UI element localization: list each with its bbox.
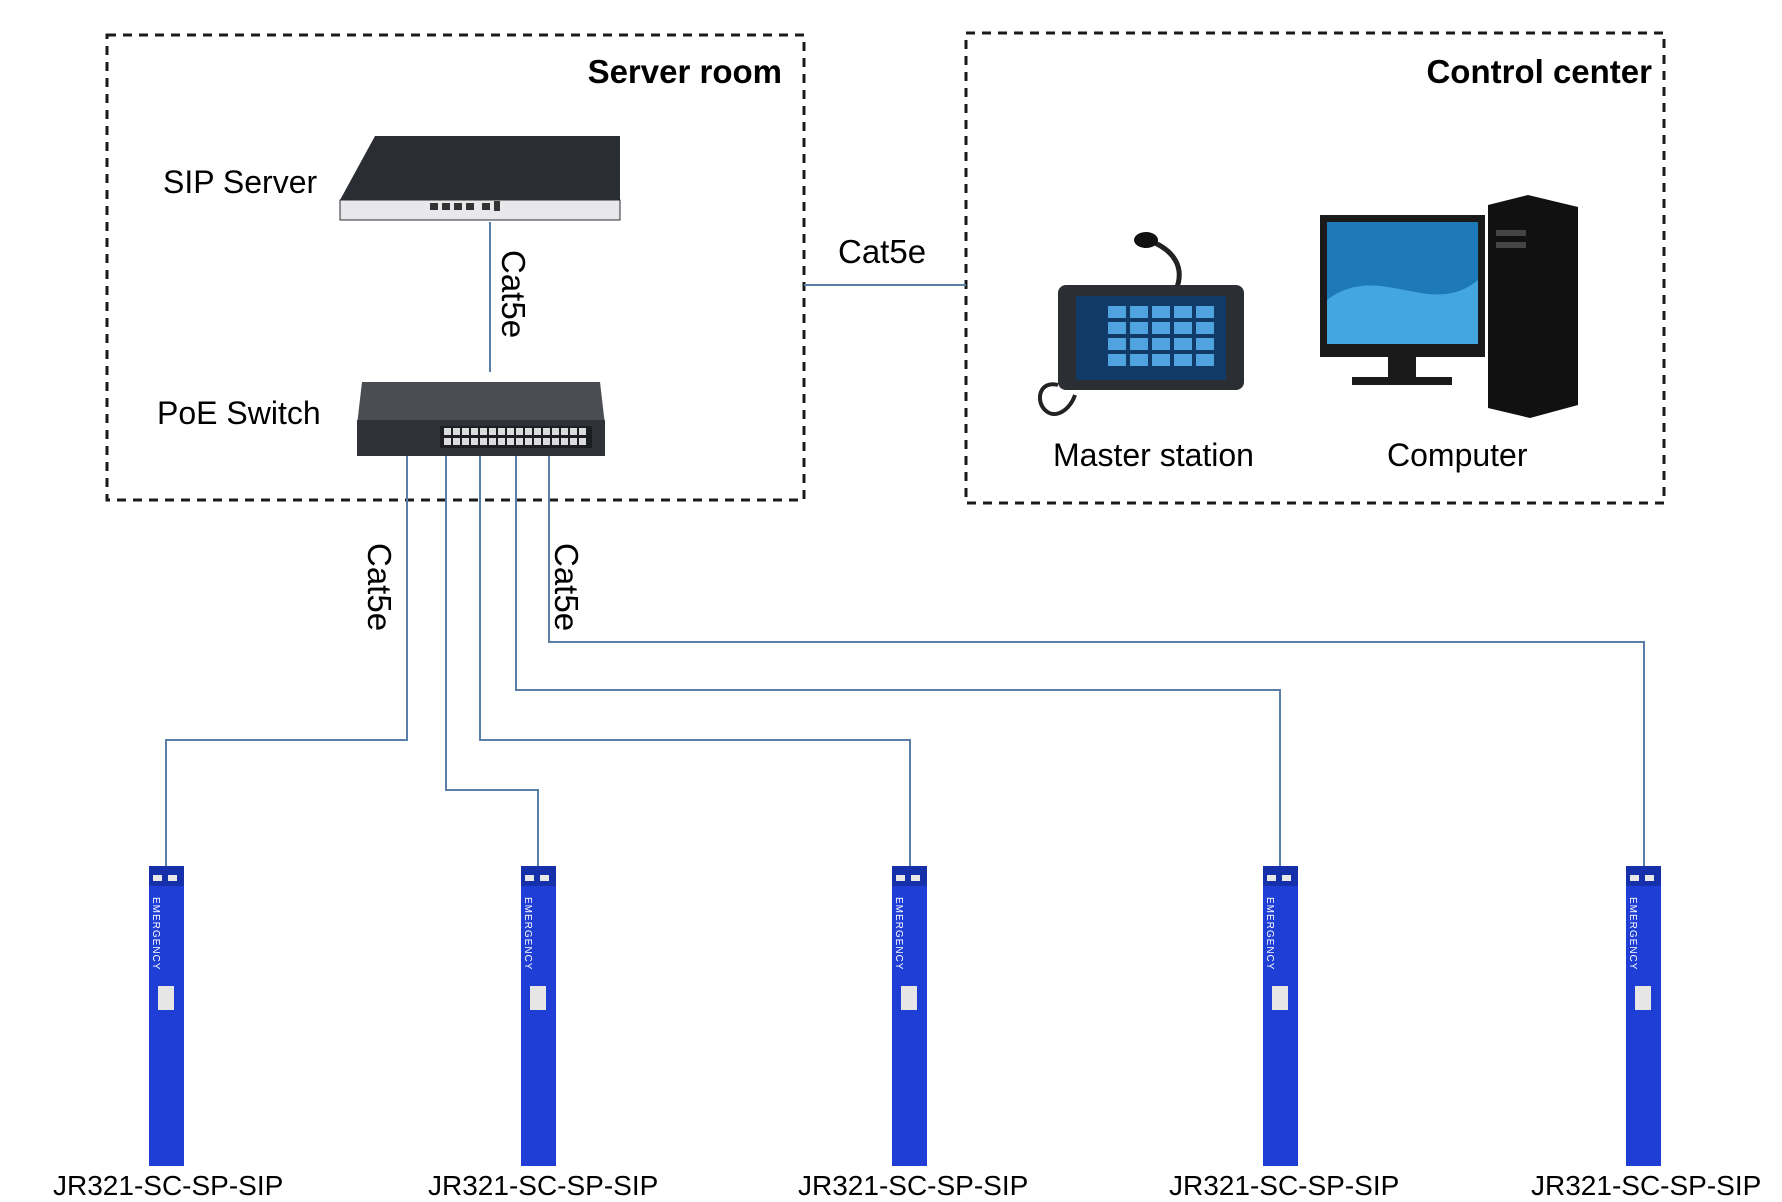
server-icon [339,136,621,221]
cable-post-1 [165,455,408,866]
post-panel-text: EMERGENCY [893,897,904,971]
poe-switch-label: PoE Switch [157,395,321,431]
post-label: JR321-SC-SP-SIP [798,1170,1029,1201]
master-station-label: Master station [1053,437,1254,473]
cable-post-2 [445,455,539,866]
cable-post-3 [479,455,911,866]
server-room-region [105,33,806,502]
post-icon [1626,866,1661,1166]
cable-label-server-switch: Cat5e [495,250,532,339]
cable-label-switch-right: Cat5e [548,543,585,632]
post-label: JR321-SC-SP-SIP [1169,1170,1400,1201]
server-room-title: Server room [587,53,782,90]
post-label: JR321-SC-SP-SIP [53,1170,284,1201]
cable-label-server-room-control: Cat5e [838,233,927,270]
post-icon [892,866,927,1166]
post-icon [521,866,556,1166]
post-panel-text: EMERGENCY [1627,897,1638,971]
cable-post-4 [515,455,1281,866]
sip-server-label: SIP Server [163,164,318,200]
computer-icon [1320,195,1578,418]
switch-icon [357,382,605,456]
post-panel-text: EMERGENCY [1264,897,1275,971]
post-icon [149,866,184,1166]
cable-label-switch-left: Cat5e [361,543,398,632]
cable-lines [165,222,1645,866]
computer-label: Computer [1387,437,1528,473]
post-icon [1263,866,1298,1166]
post-label: JR321-SC-SP-SIP [428,1170,659,1201]
cable-post-5 [548,455,1645,866]
control-center-region [964,31,1666,505]
master-station-icon [1037,232,1244,416]
control-center-title: Control center [1426,53,1652,90]
post-label: JR321-SC-SP-SIP [1531,1170,1762,1201]
post-panel-text: EMERGENCY [522,897,533,971]
post-panel-text: EMERGENCY [150,897,161,971]
